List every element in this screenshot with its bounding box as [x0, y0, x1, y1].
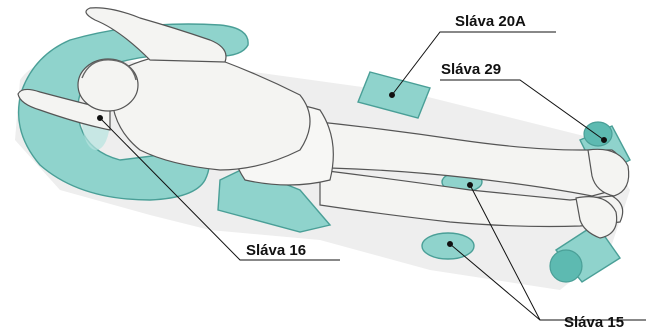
label-slava-20a: Sláva 20A — [455, 14, 526, 29]
label-slava-29: Sláva 29 — [441, 62, 501, 77]
label-slava-16: Sláva 16 — [246, 243, 306, 258]
label-slava-15: Sláva 15 — [564, 315, 624, 330]
